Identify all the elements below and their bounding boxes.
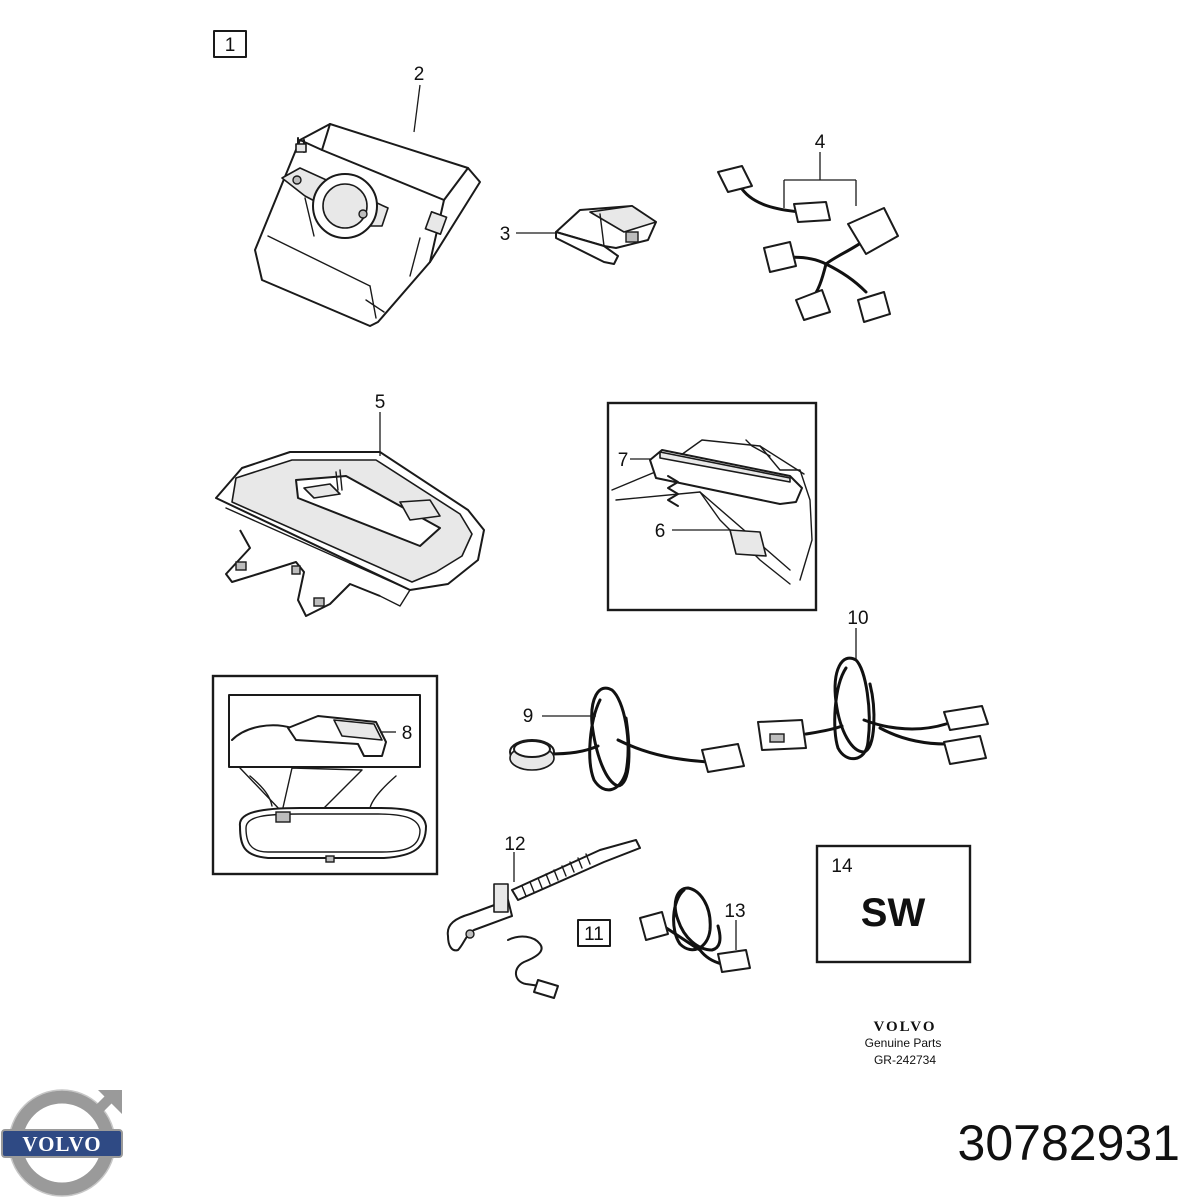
footer-brand: VOLVO — [873, 1019, 936, 1035]
callout-13: 13 — [724, 901, 745, 922]
part-2-module — [254, 123, 481, 327]
callout-8: 8 — [402, 723, 413, 744]
callout-2: 2 — [414, 64, 425, 85]
callout-10: 10 — [847, 608, 868, 629]
part-10-harness — [757, 656, 989, 765]
diagram-footer: VOLVO Genuine Parts GR-242734 — [865, 1019, 942, 1067]
callout-14: 14 — [831, 856, 853, 877]
part-14-software-box: 14 SW — [815, 844, 972, 964]
callout-11: 11 — [584, 924, 604, 945]
part-9-sensor-cable — [509, 686, 745, 792]
part-4-harness — [717, 152, 899, 323]
part-12-antenna — [446, 839, 641, 999]
volvo-logo-word: VOLVO — [22, 1132, 101, 1156]
part-3-clip — [555, 205, 657, 265]
part-5-console — [215, 451, 485, 617]
callout-3: 3 — [500, 224, 511, 245]
callout-7: 7 — [618, 450, 629, 471]
callout-4: 4 — [815, 132, 826, 153]
part-13-cable — [639, 886, 751, 973]
footer-subtitle: Genuine Parts — [865, 1036, 942, 1050]
callout-1: 1 — [225, 35, 236, 56]
callout-9: 9 — [523, 706, 534, 727]
callout-5: 5 — [375, 392, 386, 413]
software-label: SW — [861, 891, 926, 935]
callout-6: 6 — [655, 521, 666, 542]
detail-frame-8-mirror — [211, 674, 439, 876]
volvo-logo: VOLVO — [1, 1089, 123, 1197]
callout-1-box: 1 — [213, 30, 247, 58]
part-number: 30782931 — [958, 1115, 1180, 1171]
callout-12: 12 — [504, 834, 525, 855]
detail-frame-6-7 — [606, 401, 818, 612]
callout-11-box: 11 — [577, 919, 611, 947]
footer-reference: GR-242734 — [874, 1053, 936, 1067]
